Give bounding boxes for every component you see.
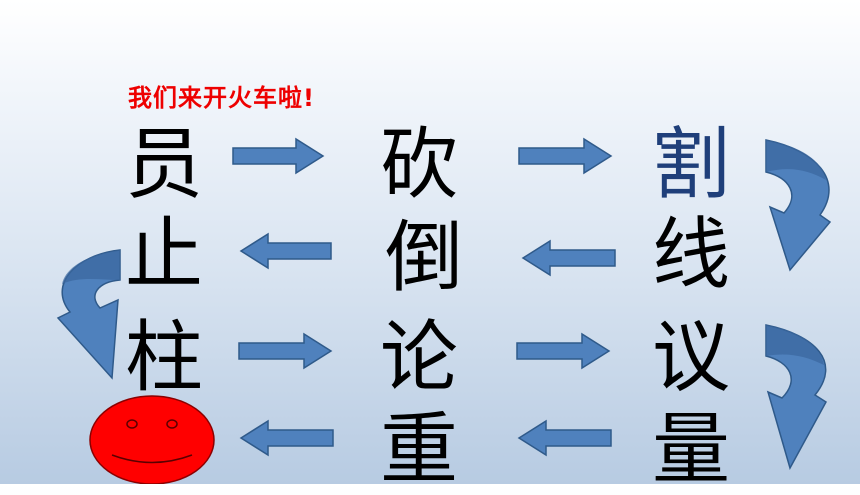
arrow-left-icon [239,419,334,457]
arrow-right-icon [232,137,325,175]
character-row4-2: 重 [380,405,459,495]
character-row4-3: 量 [652,405,731,495]
arrow-right-icon [518,137,613,175]
curved-turn-arrow-icon [765,324,827,470]
character-row1-1: 员 [125,120,204,210]
arrow-right-icon [238,332,333,370]
character-row3-2: 论 [380,313,459,403]
curved-turn-arrow-icon [56,249,121,380]
page-title: 我们来开火车啦! [128,84,315,112]
character-row2-2: 倒 [385,213,464,303]
arrow-right-icon [516,332,611,370]
character-row3-3: 议 [652,313,731,403]
smiley-face-icon [89,395,215,484]
curved-arrows-layer [56,139,832,484]
character-row1-2: 砍 [380,120,459,210]
arrow-left-icon [517,419,612,457]
arrow-left-icon [521,239,616,277]
character-row2-1: 止 [125,210,204,300]
curved-turn-arrow-icon [765,139,832,272]
character-row2-3: 线 [652,210,731,300]
character-row1-3: 割 [652,120,731,210]
arrow-left-icon [239,232,332,270]
character-row3-1: 柱 [125,313,204,403]
